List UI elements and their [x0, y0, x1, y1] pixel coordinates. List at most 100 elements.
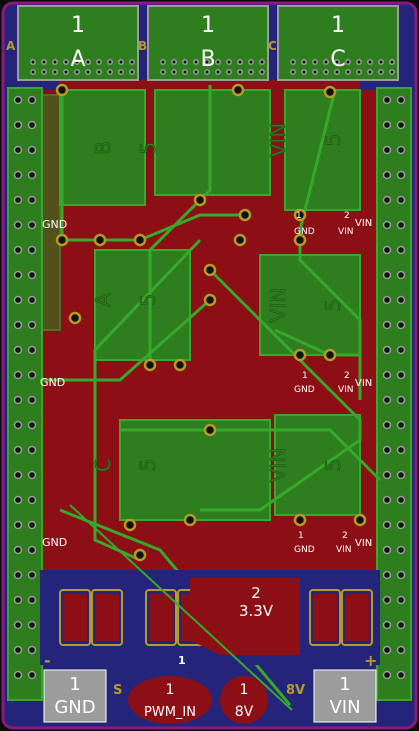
header-hole — [27, 395, 37, 405]
top-connector-c[interactable] — [277, 5, 399, 81]
header-hole — [13, 420, 23, 430]
connector-hole — [290, 69, 296, 75]
bottom-connector-pwm[interactable] — [128, 676, 212, 724]
block-3-five-right: 5 — [321, 459, 345, 472]
connector-hole — [160, 59, 166, 65]
connector-hole — [204, 69, 210, 75]
header-hole — [13, 645, 23, 655]
block-2-vin: VIN — [266, 288, 290, 323]
header-hole — [396, 120, 406, 130]
via — [233, 233, 247, 247]
bottom-connector-gnd[interactable] — [43, 669, 107, 723]
connector-hole — [171, 59, 177, 65]
header-hole — [13, 95, 23, 105]
header-hole — [382, 220, 392, 230]
header-hole — [27, 445, 37, 455]
header-hole — [396, 345, 406, 355]
via — [133, 233, 147, 247]
connector-hole — [204, 59, 210, 65]
connector-hole — [226, 59, 232, 65]
connector-hole — [259, 69, 265, 75]
header-hole — [382, 570, 392, 580]
block-1-five: 5 — [136, 142, 160, 155]
header-hole — [396, 620, 406, 630]
connector-hole — [237, 69, 243, 75]
header-hole — [13, 620, 23, 630]
header-hole — [27, 270, 37, 280]
connector-hole — [107, 59, 113, 65]
bottom-connector-8v[interactable] — [220, 676, 268, 724]
via — [193, 193, 207, 207]
rail-vin-1r: VIN — [355, 218, 372, 229]
gnd-pin: 1 — [69, 674, 80, 695]
connector-hole — [63, 69, 69, 75]
block-2-five-right: 5 — [321, 299, 345, 312]
header-hole — [382, 120, 392, 130]
header-hole — [27, 620, 37, 630]
connector-c-pin: 1 — [331, 13, 345, 38]
connector-hole — [41, 69, 47, 75]
top-connector-a[interactable] — [17, 5, 139, 81]
header-hole — [27, 320, 37, 330]
power-section — [40, 570, 380, 665]
connector-hole — [41, 59, 47, 65]
connector-hole — [85, 59, 91, 65]
connector-hole — [129, 69, 135, 75]
connector-hole — [345, 59, 351, 65]
header-hole — [27, 670, 37, 680]
header-hole — [13, 295, 23, 305]
block-3-five: 5 — [136, 459, 160, 472]
header-hole — [382, 595, 392, 605]
mark-one-small: 1 — [178, 654, 186, 667]
via — [55, 233, 69, 247]
connector-hole — [107, 69, 113, 75]
via — [203, 423, 217, 437]
connector-hole — [301, 59, 307, 65]
header-hole — [27, 470, 37, 480]
rail-vin-3: VIN — [336, 545, 352, 555]
via — [293, 233, 307, 247]
header-hole — [396, 270, 406, 280]
header-hole — [396, 545, 406, 555]
rail-gnd-2b: GND — [294, 385, 315, 395]
connector-hole — [171, 69, 177, 75]
header-hole — [396, 470, 406, 480]
connector-hole — [52, 69, 58, 75]
connector-hole — [30, 69, 36, 75]
rail-two-2: 2 — [344, 371, 350, 381]
mark-minus: - — [44, 651, 51, 670]
header-hole — [13, 170, 23, 180]
header-hole — [382, 670, 392, 680]
eightv-pin: 1 — [240, 682, 249, 698]
header-hole — [396, 320, 406, 330]
connector-hole — [74, 59, 80, 65]
via — [133, 548, 147, 562]
jumper-wire — [69, 504, 293, 711]
header-hole — [382, 420, 392, 430]
via — [323, 85, 337, 99]
connector-hole — [389, 59, 395, 65]
header-hole — [396, 595, 406, 605]
connector-hole — [96, 69, 102, 75]
header-hole — [396, 520, 406, 530]
connector-hole — [248, 69, 254, 75]
via — [123, 518, 137, 532]
header-hole — [382, 645, 392, 655]
connector-hole — [323, 69, 329, 75]
via — [238, 208, 252, 222]
connector-hole — [334, 69, 340, 75]
top-connector-b[interactable] — [147, 5, 269, 81]
header-hole — [396, 445, 406, 455]
block-1-five-right: 5 — [321, 134, 345, 147]
header-hole — [382, 295, 392, 305]
vin-pin: 1 — [339, 674, 350, 695]
rail-vin-2r: VIN — [355, 378, 372, 389]
connector-hole — [52, 59, 58, 65]
corner-letter-c: C — [268, 39, 277, 53]
bottom-connector-vin[interactable] — [313, 669, 377, 723]
header-hole — [13, 270, 23, 280]
corner-letters: A B C — [6, 39, 277, 53]
header-hole — [13, 395, 23, 405]
corner-letter-a: A — [6, 39, 16, 53]
via — [183, 513, 197, 527]
